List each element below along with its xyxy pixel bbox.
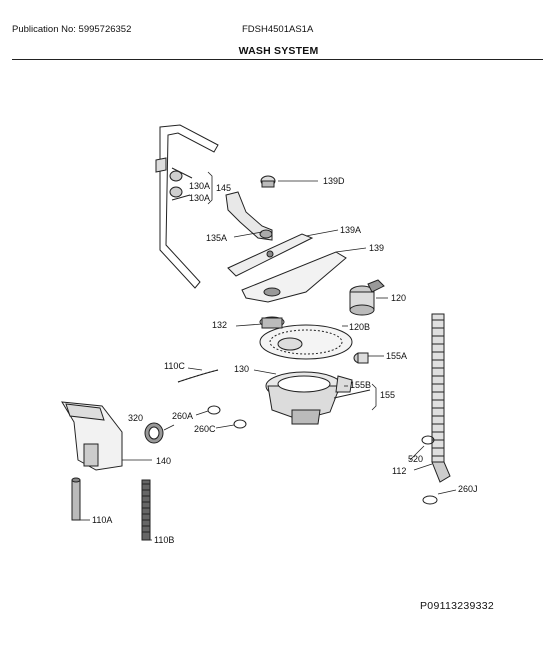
- label-145: 145: [216, 183, 231, 193]
- lower-spray-arm-139: [241, 251, 347, 303]
- label-139a: 139A: [340, 225, 361, 235]
- label-155b: 155B: [350, 380, 371, 390]
- leader-lines: [80, 171, 457, 541]
- header-divider: [12, 59, 543, 60]
- label-155: 155: [380, 390, 395, 400]
- page-title: WASH SYSTEM: [238, 45, 319, 57]
- housing-140: [61, 401, 123, 471]
- seal-320: [144, 422, 164, 444]
- label-110c: 110C: [164, 361, 185, 371]
- bracket-135a: [225, 191, 273, 241]
- label-135a: 135A: [206, 233, 227, 243]
- label-130a-1: 130A: [189, 181, 210, 191]
- filter-120: [349, 279, 385, 316]
- tube-110a: [71, 477, 81, 521]
- publication-number: Publication No: 5995726352: [12, 24, 132, 35]
- sump-130: [265, 371, 343, 425]
- clamp-260j: [422, 495, 438, 505]
- label-520: 520: [408, 454, 423, 464]
- hose-110c: [177, 369, 219, 383]
- label-120b: 120B: [349, 322, 370, 332]
- label-260j: 260J: [458, 484, 478, 494]
- hose-112: [431, 313, 451, 483]
- clamp-520: [421, 435, 435, 445]
- label-110a: 110A: [92, 515, 112, 525]
- drawing-code: P09113239332: [420, 600, 495, 612]
- spray-arm-139a: [227, 233, 314, 277]
- model-number: FDSH4501AS1A: [242, 24, 314, 35]
- label-260a: 260A: [172, 411, 193, 421]
- label-139: 139: [369, 243, 384, 253]
- clamp-260a: [207, 405, 221, 415]
- label-139d: 139D: [323, 176, 345, 186]
- hose-110b: [141, 479, 151, 541]
- label-112: 112: [392, 466, 406, 476]
- filter-plate-120b: [259, 324, 353, 360]
- connector-155a: [353, 352, 369, 364]
- label-132: 132: [212, 320, 227, 330]
- fitting-132: [259, 316, 285, 329]
- label-110b: 110B: [154, 535, 174, 545]
- nozzle-130a-group: [169, 167, 193, 201]
- clamp-260c: [233, 419, 247, 429]
- upper-spray-arm-tube: [155, 124, 219, 289]
- hose-155b: [333, 375, 371, 399]
- label-130: 130: [234, 364, 249, 374]
- label-120: 120: [391, 293, 406, 303]
- label-260c: 260C: [194, 424, 216, 434]
- label-155a: 155A: [386, 351, 407, 361]
- label-140: 140: [156, 456, 171, 466]
- cap-139d: [260, 175, 276, 188]
- label-320: 320: [128, 413, 143, 423]
- label-130a-2: 130A: [189, 193, 210, 203]
